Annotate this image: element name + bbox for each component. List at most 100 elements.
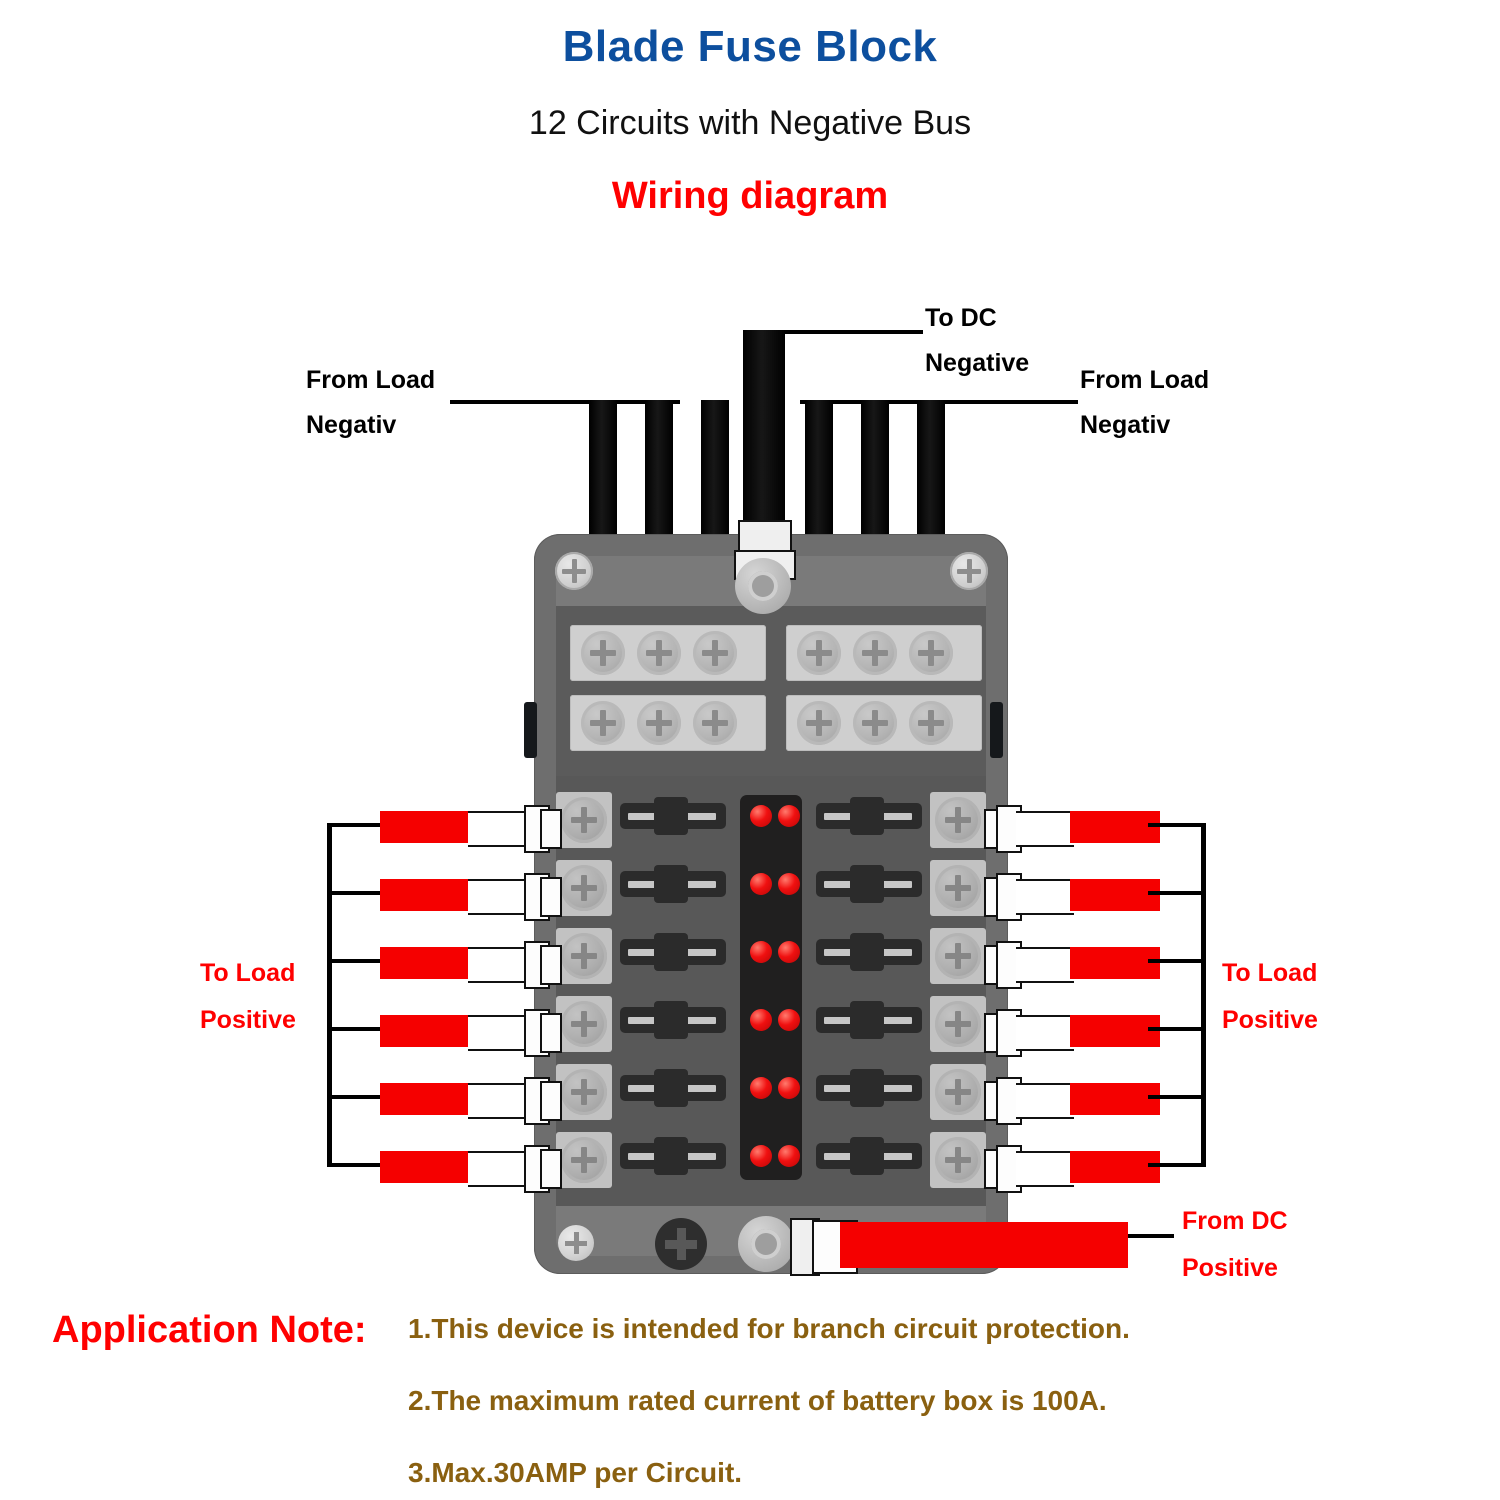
fuse-slot-left-1[interactable] <box>620 797 726 835</box>
load-positive-insulator-right-3 <box>1016 947 1074 983</box>
load-positive-crimp-left-5 <box>540 1081 562 1121</box>
negative-bus-screw-bl-3[interactable] <box>693 701 737 745</box>
load-positive-wire-right-5 <box>1070 1083 1160 1115</box>
load-positive-insulator-left-2 <box>468 879 526 915</box>
fuse-slot-left-2[interactable] <box>620 865 726 903</box>
fuse-bump-right-6 <box>850 1137 884 1175</box>
led-row3-2 <box>778 941 800 963</box>
fuse-slot-left-6[interactable] <box>620 1137 726 1175</box>
load-positive-crimp-left-1 <box>540 809 562 849</box>
fuse-contact-right-b-5 <box>876 1085 912 1092</box>
load-positive-insulator-left-6 <box>468 1151 526 1187</box>
negative-bus-screw-br-3[interactable] <box>909 701 953 745</box>
fuse-terminal-screw-left-5[interactable] <box>561 1069 607 1115</box>
fuse-terminal-screw-left-1[interactable] <box>561 797 607 843</box>
application-note-item-1: 1.This device is intended for branch cir… <box>408 1313 1130 1344</box>
fuse-slot-right-1[interactable] <box>816 797 922 835</box>
load-positive-crimp-left-3 <box>540 945 562 985</box>
negative-bus-screw-bl-1[interactable] <box>581 701 625 745</box>
dc-positive-input-wire <box>840 1222 1128 1268</box>
led-row1-1 <box>750 805 772 827</box>
bracket-branch-right-2 <box>1148 891 1206 895</box>
dc-negative-main-wire <box>743 330 785 530</box>
fuse-contact-right-b-2 <box>876 881 912 888</box>
fuse-slot-right-6[interactable] <box>816 1137 922 1175</box>
side-tab-left <box>524 702 537 758</box>
label-to-dc-negative-line2: Negative <box>925 349 1030 377</box>
negative-bus-screw-tr-3[interactable] <box>909 631 953 675</box>
side-tab-right <box>990 702 1003 758</box>
fuse-slot-right-3[interactable] <box>816 933 922 971</box>
load-positive-insulator-right-5 <box>1016 1083 1074 1119</box>
fuse-contact-right-b-6 <box>876 1153 912 1160</box>
fuse-slot-right-2[interactable] <box>816 865 922 903</box>
load-positive-insulator-left-4 <box>468 1015 526 1051</box>
fuse-contact-left-b-6 <box>680 1153 716 1160</box>
fuse-slot-left-4[interactable] <box>620 1001 726 1039</box>
corner-screw-top-right <box>950 552 988 590</box>
negative-bus-screw-br-1[interactable] <box>797 701 841 745</box>
led-row2-1 <box>750 873 772 895</box>
fuse-slot-right-4[interactable] <box>816 1001 922 1039</box>
fuse-contact-left-a-1 <box>628 813 660 820</box>
load-positive-insulator-right-2 <box>1016 879 1074 915</box>
bracket-branch-right-1 <box>1148 823 1206 827</box>
fuse-bump-left-1 <box>654 797 688 835</box>
fuse-contact-right-a-5 <box>824 1085 856 1092</box>
fuse-terminal-screw-right-2[interactable] <box>935 865 981 911</box>
fuse-contact-right-a-3 <box>824 949 856 956</box>
fuse-terminal-screw-left-4[interactable] <box>561 1001 607 1047</box>
application-note-item-2: 2.The maximum rated current of battery b… <box>408 1385 1107 1416</box>
fuse-contact-left-b-4 <box>680 1017 716 1024</box>
fuse-slot-left-5[interactable] <box>620 1069 726 1107</box>
label-from-load-negative-left-line1: From Load <box>306 366 436 394</box>
fuse-contact-right-b-1 <box>876 813 912 820</box>
load-positive-wire-left-3 <box>380 947 470 979</box>
fuse-contact-right-b-4 <box>876 1017 912 1024</box>
fuse-contact-left-b-2 <box>680 881 716 888</box>
negative-bus-screw-tr-1[interactable] <box>797 631 841 675</box>
negative-bus-screw-tl-1[interactable] <box>581 631 625 675</box>
negative-bus-screw-br-2[interactable] <box>853 701 897 745</box>
led-row4-2 <box>778 1009 800 1031</box>
fuse-terminal-screw-left-6[interactable] <box>561 1137 607 1183</box>
application-note-item-3: 3.Max.30AMP per Circuit. <box>408 1457 743 1488</box>
fuse-contact-left-b-1 <box>680 813 716 820</box>
negative-bus-screw-tl-3[interactable] <box>693 631 737 675</box>
load-positive-insulator-left-1 <box>468 811 526 847</box>
bracket-left-spine <box>327 824 332 1167</box>
label-to-load-positive-right-line1: To Load <box>1222 959 1318 987</box>
load-positive-crimp-left-4 <box>540 1013 562 1053</box>
fuse-contact-left-a-3 <box>628 949 660 956</box>
fuse-slot-right-5[interactable] <box>816 1069 922 1107</box>
negative-bus-screw-tr-2[interactable] <box>853 631 897 675</box>
negative-bus-screw-bl-2[interactable] <box>637 701 681 745</box>
leader-line-from-dc-positive <box>1128 1234 1174 1238</box>
load-positive-wire-right-6 <box>1070 1151 1160 1183</box>
corner-screw-bottom-left <box>558 1225 594 1261</box>
bracket-branch-right-5 <box>1148 1095 1206 1099</box>
fuse-bump-left-4 <box>654 1001 688 1039</box>
diagram-label: Wiring diagram <box>611 175 889 217</box>
fuse-slot-left-3[interactable] <box>620 933 726 971</box>
leader-line-top-center <box>785 330 923 334</box>
fuse-terminal-screw-right-3[interactable] <box>935 933 981 979</box>
fuse-bump-right-4 <box>850 1001 884 1039</box>
led-row4-1 <box>750 1009 772 1031</box>
bracket-branch-left-4 <box>327 1027 387 1031</box>
negative-bus-screw-tl-2[interactable] <box>637 631 681 675</box>
label-from-load-negative-right-line2: Negativ <box>1080 411 1171 439</box>
application-note-heading: Application Note: <box>52 1309 367 1351</box>
fuse-terminal-screw-right-1[interactable] <box>935 797 981 843</box>
fuse-terminal-screw-left-3[interactable] <box>561 933 607 979</box>
bracket-branch-right-4 <box>1148 1027 1206 1031</box>
load-positive-wire-left-1 <box>380 811 470 843</box>
fuse-bump-left-6 <box>654 1137 688 1175</box>
fuse-contact-left-a-6 <box>628 1153 660 1160</box>
fuse-terminal-screw-left-2[interactable] <box>561 865 607 911</box>
fuse-terminal-screw-right-6[interactable] <box>935 1137 981 1183</box>
led-row2-2 <box>778 873 800 895</box>
fuse-terminal-screw-right-4[interactable] <box>935 1001 981 1047</box>
label-from-load-negative-right-line1: From Load <box>1080 366 1210 394</box>
fuse-terminal-screw-right-5[interactable] <box>935 1069 981 1115</box>
